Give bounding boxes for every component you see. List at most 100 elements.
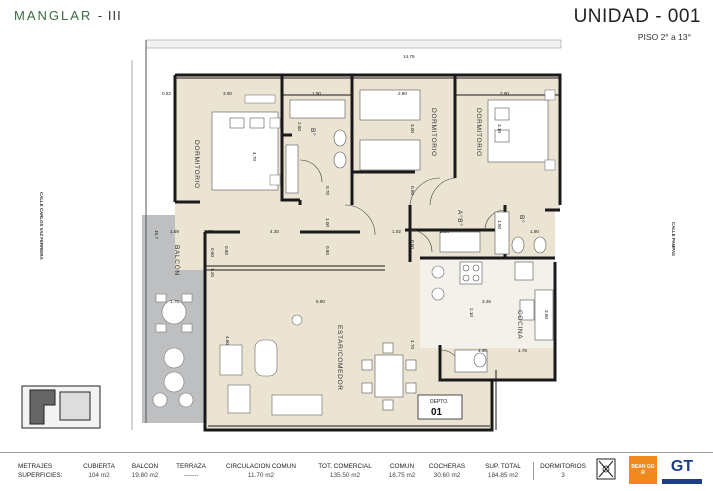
col-terraza: TERRAZA ------- [170, 462, 212, 480]
col-header: SUP. TOTAL [485, 463, 521, 470]
dim-150: 1.50 [497, 220, 502, 229]
dim-159: 1.59 [170, 229, 179, 234]
col-value: 11.70 m2 [247, 472, 275, 479]
col-header: CUBIERTA [83, 463, 115, 470]
col-tot-comercial: TOT. COMERCIAL 135.50 m2 [312, 462, 378, 480]
gt-logo-bar [662, 479, 702, 484]
metrajes-label: METRAJES SUPERFICIES: [18, 462, 62, 480]
bed-2 [359, 89, 421, 121]
col-value: ------- [183, 472, 199, 479]
dim-060b: 0.60 [210, 248, 215, 257]
room-label-dormitorio-1: DORMITORIO [193, 140, 200, 189]
no-pets-icon [596, 458, 616, 480]
dim-470: 4.70 [252, 152, 257, 161]
dim-470b: 4.70 [410, 340, 415, 349]
col-balcon: BALCON 19.80 m2 [126, 462, 164, 480]
bathroom-fixtures [285, 99, 547, 373]
col-cocheras: COCHERAS 30.60 m2 [424, 462, 470, 480]
bean-logo: BEAN GO R [629, 456, 657, 484]
col-value: 104 m2 [88, 472, 110, 479]
street-left: CALLE CARLOS VAZ FERREIRA [39, 192, 44, 261]
dim-175: 1.75 [170, 299, 179, 304]
nightstands [244, 89, 556, 186]
col-header: TERRAZA [176, 463, 206, 470]
col-header: COMUN [389, 463, 415, 470]
street-right: CALLE PAMPAS [671, 222, 676, 256]
room-label-cocina: COCINA [516, 310, 523, 339]
col-value: 19.80 m2 [131, 472, 159, 479]
dim-176: 1.76 [518, 348, 527, 353]
col-value: 3 [561, 472, 565, 479]
unit-title: UNIDAD - 001 [573, 6, 701, 27]
col-dormitorios: DORMITORIOS 3 [533, 462, 592, 480]
col-value: 135.50 m2 [329, 472, 361, 479]
kitchen-fixtures [459, 261, 554, 341]
dim-310: 3.10 [497, 124, 502, 133]
dim-190b: 1.90 [530, 229, 539, 234]
bed-3 [359, 139, 421, 171]
depto-number: 01 [431, 407, 443, 418]
dim-total-width: 14.76 [403, 54, 415, 59]
col-value: 18.75 m2 [388, 472, 416, 479]
dim-080b: 0.80 [325, 246, 330, 255]
col-header: BALCON [131, 463, 159, 470]
dim-060a: 0.60 [410, 186, 415, 195]
gt-logo: GT [662, 456, 702, 484]
beds [211, 89, 549, 191]
living-furniture [219, 314, 323, 416]
room-label-dormitorio-2: DORMITORIO [430, 108, 437, 157]
dim-204: 2.04 [440, 229, 449, 234]
col-header: COCHERAS [428, 463, 466, 470]
col-sup-total: SUP. TOTAL 184.85 m2 [478, 462, 528, 480]
superficies-text: SUPERFICIES: [18, 472, 63, 479]
bed-1 [211, 111, 279, 191]
depto-box [417, 394, 463, 420]
dim-100a: 1.00 [325, 218, 330, 227]
col-comun: COMUN 18.75 m2 [384, 462, 420, 480]
dim-326: 3.26 [482, 299, 491, 304]
balcony-furniture [152, 293, 194, 408]
dim-680: 6.80 [316, 299, 325, 304]
dim-190a: 1.90 [312, 91, 321, 96]
room-label-bano-1: B° [309, 128, 317, 136]
col-header: DORMITORIOS [540, 463, 586, 470]
roof-strip [145, 39, 562, 49]
col-value: 184.85 m2 [487, 472, 519, 479]
brand-name: MANGLAR [14, 8, 93, 23]
dim-260: 2.60 [297, 122, 302, 131]
room-label-bano-2: B° [518, 215, 526, 223]
stools [431, 265, 445, 301]
room-label-balcon: BALCÓN [173, 245, 182, 276]
dim-052: 0.52 [162, 91, 171, 96]
metrajes-text: METRAJES [18, 463, 53, 470]
dim-120: 1.20 [210, 268, 215, 277]
dim-130: 1.30 [478, 348, 487, 353]
brand-suffix: - III [97, 8, 122, 23]
dim-430: 4.30 [270, 229, 279, 234]
dim-300b: 3.00 [410, 124, 415, 133]
col-circulacion: CIRCULACION COMUN 11.70 m2 [218, 462, 304, 480]
dim-157: 15.7 [154, 230, 159, 239]
dim-280: 2.80 [398, 91, 407, 96]
surface-table: METRAJES SUPERFICIES: CUBIERTA 104 m2 BAL… [0, 452, 713, 491]
dim-102: 1.02 [392, 229, 401, 234]
dining-table [361, 342, 417, 411]
col-header: CIRCULACION COMUN [226, 463, 296, 470]
dim-080a: 0.80 [224, 246, 229, 255]
floor-plan: DORMITORIO DORMITORIO DORMITORIO B° B° A… [21, 39, 676, 432]
col-header: TOT. COMERCIAL [318, 463, 372, 470]
thin-walls [175, 77, 560, 431]
room-label-dormitorio-3: DORMITORIO [475, 108, 482, 157]
dim-360: 3.60 [544, 310, 549, 319]
dim-060c: 0.60 [204, 229, 213, 234]
floors-label: PISO 2° a 13° [637, 32, 691, 42]
brand-logo: MANGLAR - III [14, 8, 122, 23]
gt-logo-text: GT [670, 458, 694, 475]
room-label-abano: A°B° [456, 210, 464, 226]
key-plan [21, 385, 101, 429]
room-label-estar: ESTAR/COMEDOR [336, 325, 343, 391]
dim-290: 2.90 [500, 91, 509, 96]
col-value: 30.60 m2 [433, 472, 461, 479]
dim-300: 3.00 [223, 91, 232, 96]
dim-070: 0.70 [325, 186, 330, 195]
